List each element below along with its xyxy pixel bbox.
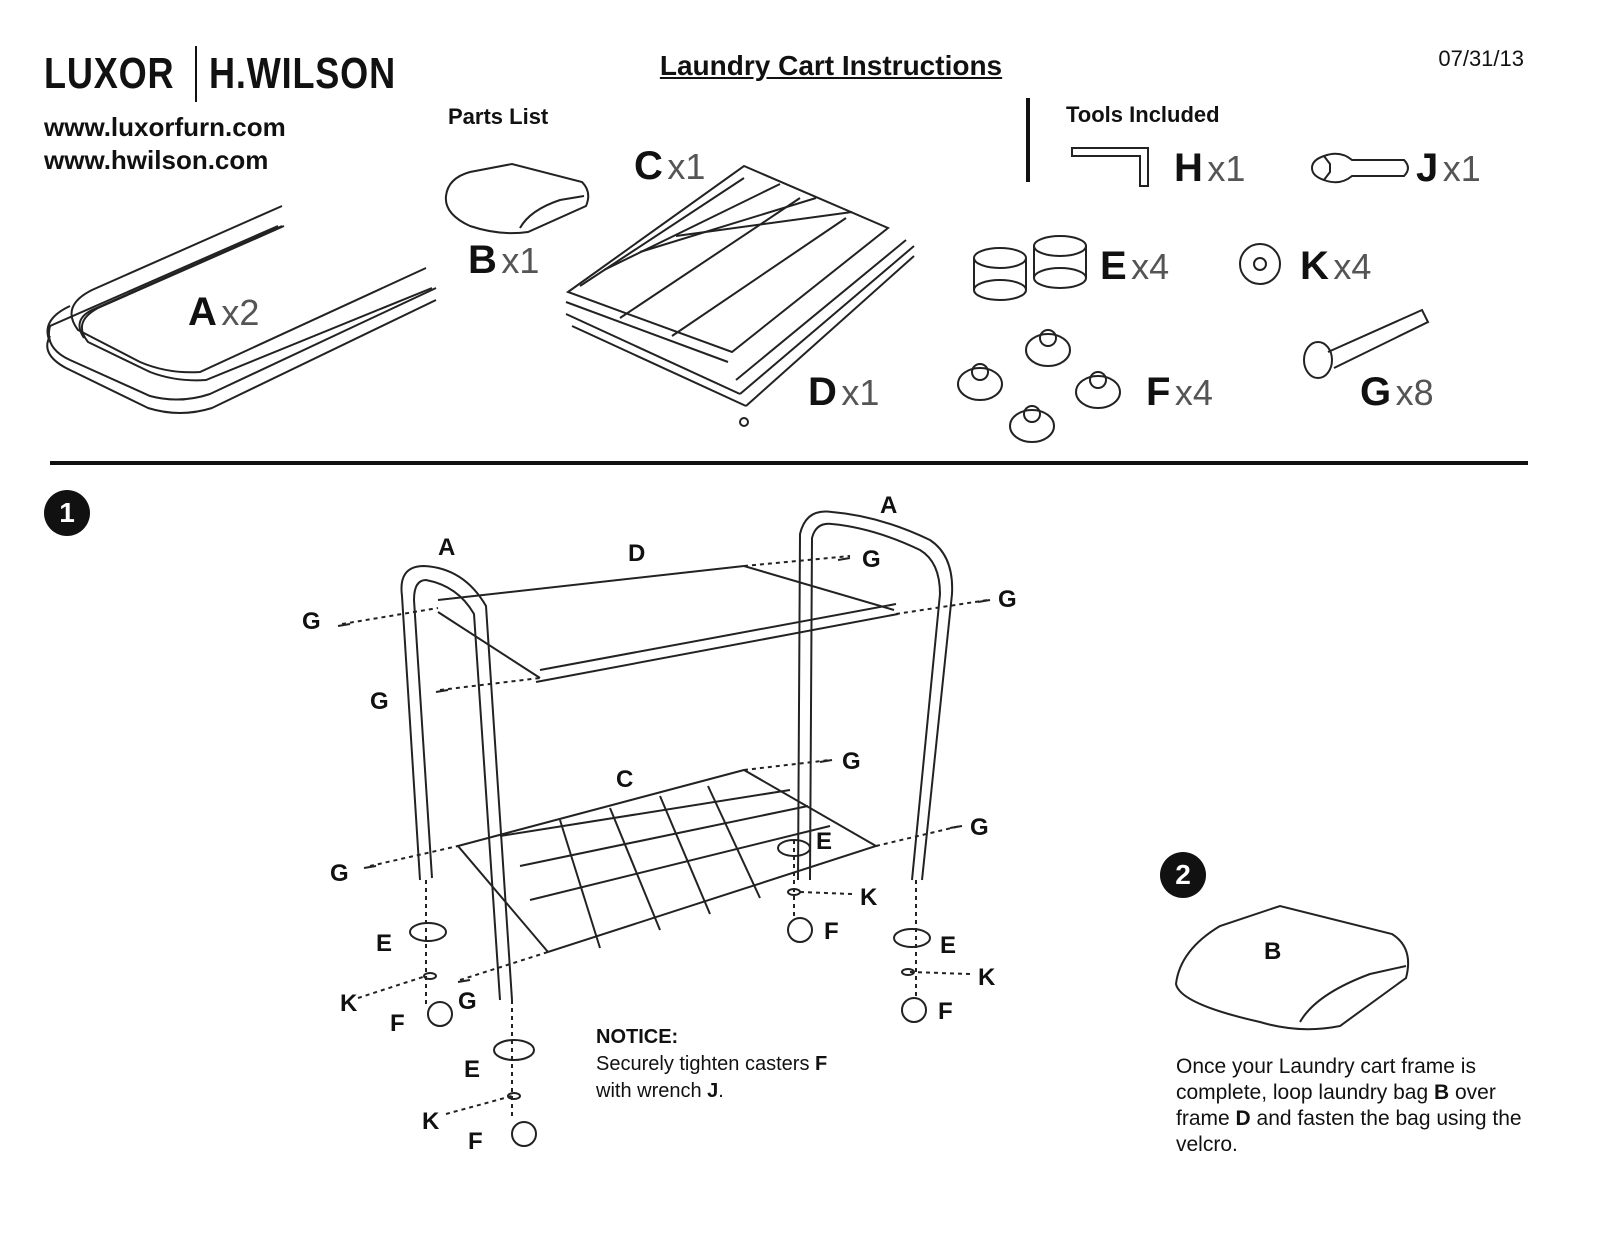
step2-instructions: Once your Laundry cart frame is complete… [1176,1055,1522,1156]
tools-heading: Tools Included [1066,102,1220,127]
step1-label-f-3: F [390,1010,405,1037]
parts-list-heading: Parts List [448,104,549,129]
part-d-label: D x1 [808,370,880,414]
step-1-badge: 1 [44,490,90,536]
step1-label-c: C [616,766,634,793]
brand-divider [195,46,197,102]
tool-j-illustration [1310,152,1409,184]
step1-label-a-right: A [880,492,898,519]
part-d-illustration [565,239,915,427]
notice-heading: NOTICE: [596,1026,679,1048]
part-a-illustration [46,205,437,414]
brand-luxor: LUXOR [44,49,175,98]
step1-label-d: D [628,540,646,567]
part-e-illustration [973,235,1087,301]
step1-label-e-2: E [376,930,393,957]
section-divider [50,461,1528,465]
step1-label-g-7: G [330,860,349,887]
part-k-label: K x4 [1300,244,1372,288]
part-g-illustration [1303,308,1430,379]
part-f-label: F x4 [1146,370,1213,414]
step1-label-e-1: E [816,828,833,855]
notice-line-1: Securely tighten casters F [596,1053,828,1075]
step1-label-f-2: F [938,998,953,1025]
step1-label-g-1: G [302,608,321,635]
step1-label-g-3: G [862,546,881,573]
tool-j-label: J x1 [1416,146,1481,190]
url-hwilson: www.hwilson.com [44,145,269,175]
step1-label-a-left: A [438,534,456,561]
notice-block: NOTICE: Securely tighten casters F with … [596,1024,827,1105]
step2-label-b: B [1264,938,1282,965]
step1-label-g-5: G [842,748,861,775]
step1-label-g-6: G [970,814,989,841]
step1-label-f-4: F [468,1128,483,1155]
step1-label-k-1: K [860,884,878,911]
step1-label-e-4: E [464,1056,481,1083]
part-f-illustration [957,329,1121,443]
part-e-label: E x4 [1100,244,1170,288]
step1-label-k-3: K [340,990,358,1017]
page-title: Laundry Cart Instructions [659,50,1003,81]
part-k-illustration [1239,243,1281,285]
step1-label-g-2: G [370,688,389,715]
step1-assembly [337,510,991,1147]
step1-label-e-3: E [940,932,957,959]
step1-label-k-4: K [422,1108,440,1135]
part-b-label: B x1 [468,238,540,282]
part-c-illustration [565,164,890,363]
url-luxor: www.luxorfurn.com [44,112,286,142]
step1-label-k-2: K [978,964,996,991]
step-2-badge: 2 [1160,852,1206,898]
step2-bag-illustration [1174,904,1410,1031]
step1-label-f-1: F [824,918,839,945]
step1-label-g-8: G [458,988,477,1015]
tool-h-illustration [1071,147,1149,187]
part-g-label: G x8 [1360,370,1434,414]
brand-hwilson: H.WILSON [209,49,396,98]
tool-h-label: H x1 [1174,146,1246,190]
part-a-label: A x2 [188,290,260,334]
notice-line-2: with wrench J. [596,1080,724,1102]
part-c-label: C x1 [634,144,706,188]
part-b-illustration [444,162,590,235]
document-date: 07/31/13 [1438,46,1524,71]
tools-divider [1026,98,1030,182]
step1-label-g-4: G [998,586,1017,613]
brand-logo: LUXOR H.WILSON [44,44,437,104]
